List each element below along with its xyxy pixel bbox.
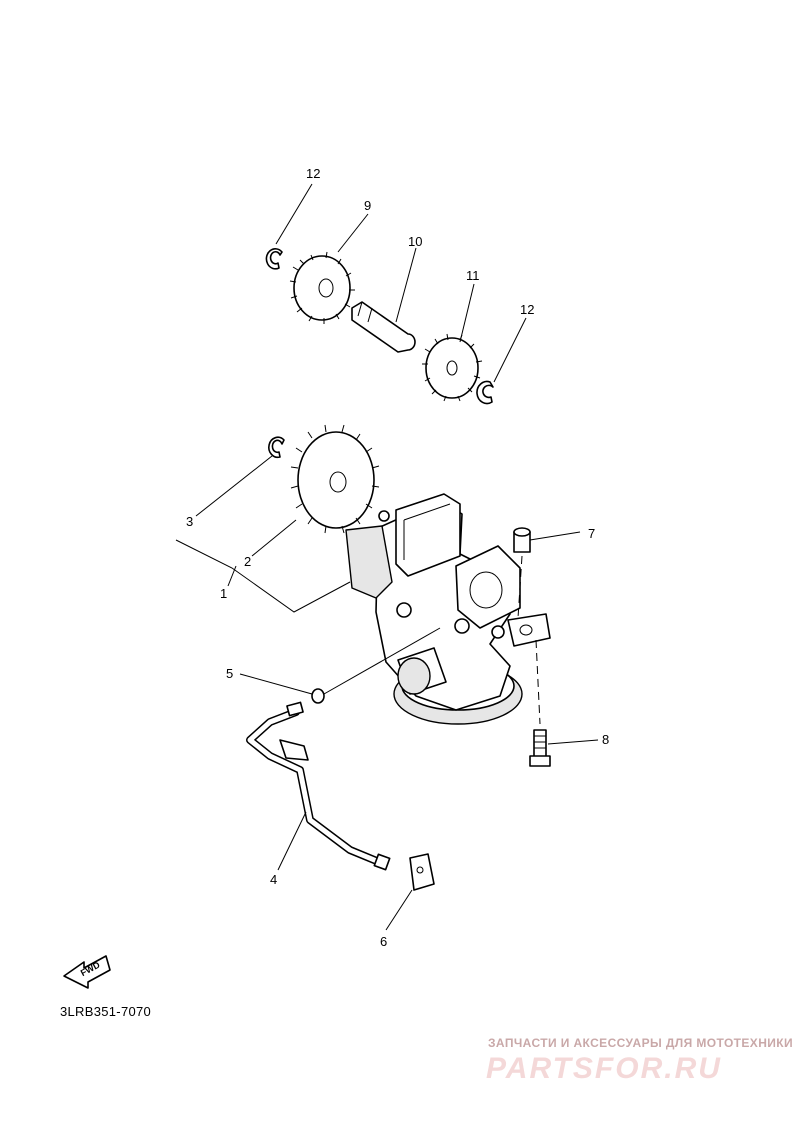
leader-lines: [175, 183, 599, 931]
watermark-brand: PARTSFOR.RU: [486, 1052, 722, 1085]
oil-pump-assembly: [345, 493, 551, 725]
callout-6: 6: [380, 934, 387, 949]
callout-10: 10: [408, 234, 422, 249]
callout-7: 7: [588, 526, 595, 541]
o-ring-5: [311, 688, 325, 704]
gear-2: [290, 424, 380, 534]
callout-2: 2: [244, 554, 251, 569]
gear-11: [422, 333, 483, 402]
fwd-arrow-icon: FWD: [63, 955, 111, 989]
callout-12-left: 12: [306, 166, 320, 181]
callout-11: 11: [466, 268, 480, 283]
callout-8: 8: [602, 732, 609, 747]
watermark-subtitle: ЗАПЧАСТИ И АКСЕССУАРЫ ДЛЯ МОТОТЕХНИКИ: [488, 1036, 794, 1050]
seal-6: [409, 853, 435, 891]
bolt-8: [529, 729, 551, 767]
oil-pipe-4: [246, 701, 391, 871]
gear-9: [289, 251, 355, 324]
callout-12-right: 12: [520, 302, 534, 317]
dowel-pin-7: [513, 527, 531, 553]
diagram-reference-code: 3LRB351-7070: [60, 1004, 152, 1019]
callout-1: 1: [220, 586, 227, 601]
circlip-12-right: [476, 380, 494, 405]
callout-4: 4: [270, 872, 277, 887]
callout-5: 5: [226, 666, 233, 681]
callout-3: 3: [186, 514, 193, 529]
circlip-12-left: [265, 248, 283, 270]
callout-9: 9: [364, 198, 371, 213]
circlip-3: [268, 436, 285, 459]
shaft-10: [351, 301, 416, 353]
